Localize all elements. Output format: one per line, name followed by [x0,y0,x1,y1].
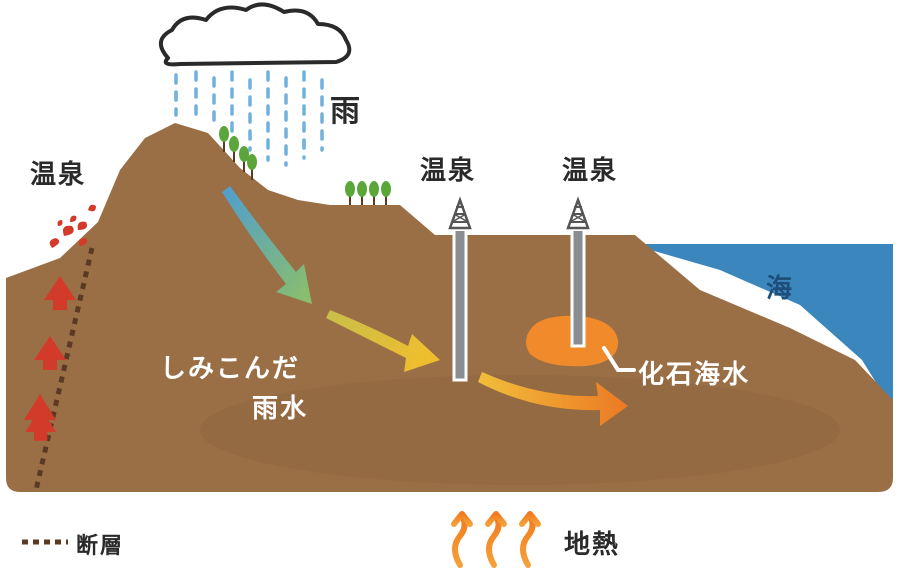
label-sea: 海 [766,274,795,304]
seeping-arrow-1 [222,186,312,304]
label-geothermal: 地熱 [564,530,621,560]
seeping-arrow-2 [326,310,440,372]
label-fault: 断層 [76,534,125,559]
fault-line [33,247,95,491]
label-onsen-mid: 温泉 [420,156,477,186]
ground-mass [6,123,893,492]
rain-drops-icon [174,70,324,167]
label-seeping-line1: しみこんだ [160,354,301,384]
geothermal-arrows-icon [451,511,541,568]
sea-area [630,244,893,405]
label-onsen-left: 温泉 [30,160,87,190]
trees-plateau-icon [345,181,391,205]
derrick-right-icon [563,191,593,348]
ground-shade [200,375,840,485]
flowing-arrow-3 [478,372,628,426]
hot-spring-splash-icon [49,204,96,248]
label-onsen-right: 温泉 [562,156,619,186]
fossil-pointer-line [602,346,636,372]
rising-hot-water-arrows-icon [24,276,76,441]
label-fossil-seawater: 化石海水 [638,360,751,390]
label-seeping-line2: 雨水 [252,394,309,424]
trees-mountain-icon [219,126,257,180]
derrick-mid-icon [445,191,475,382]
label-rain: 雨 [330,94,362,129]
cloud-icon [159,2,352,67]
